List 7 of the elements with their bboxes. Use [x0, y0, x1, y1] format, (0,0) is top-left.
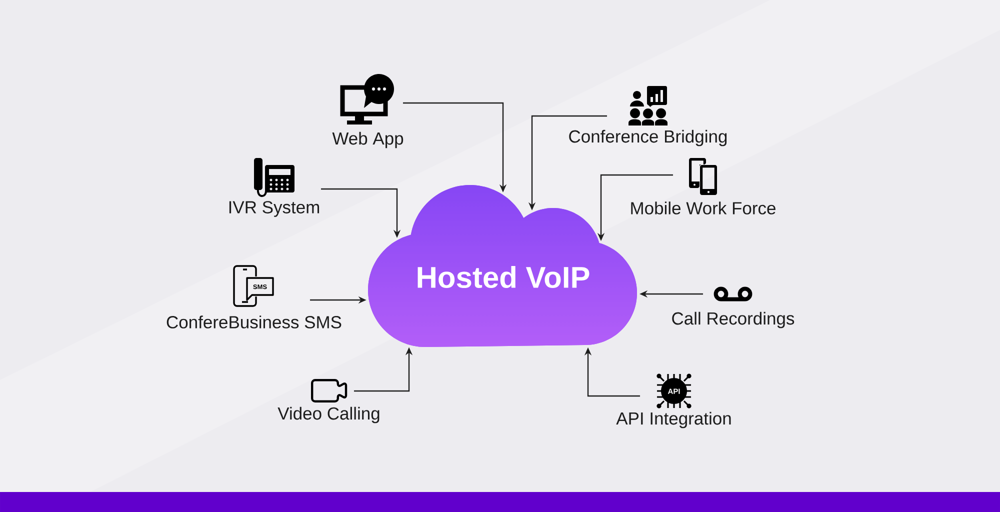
feature-label: API Integration: [616, 412, 731, 428]
feature-label: Call Recordings: [672, 312, 794, 328]
feature-label: Conference Bridging: [569, 130, 727, 146]
feature-label: IVR System: [229, 201, 320, 217]
feature-label: ConfereBusiness SMS: [166, 316, 342, 328]
feature-label: Web App: [332, 132, 404, 148]
feature-label: Video Calling: [278, 406, 380, 424]
